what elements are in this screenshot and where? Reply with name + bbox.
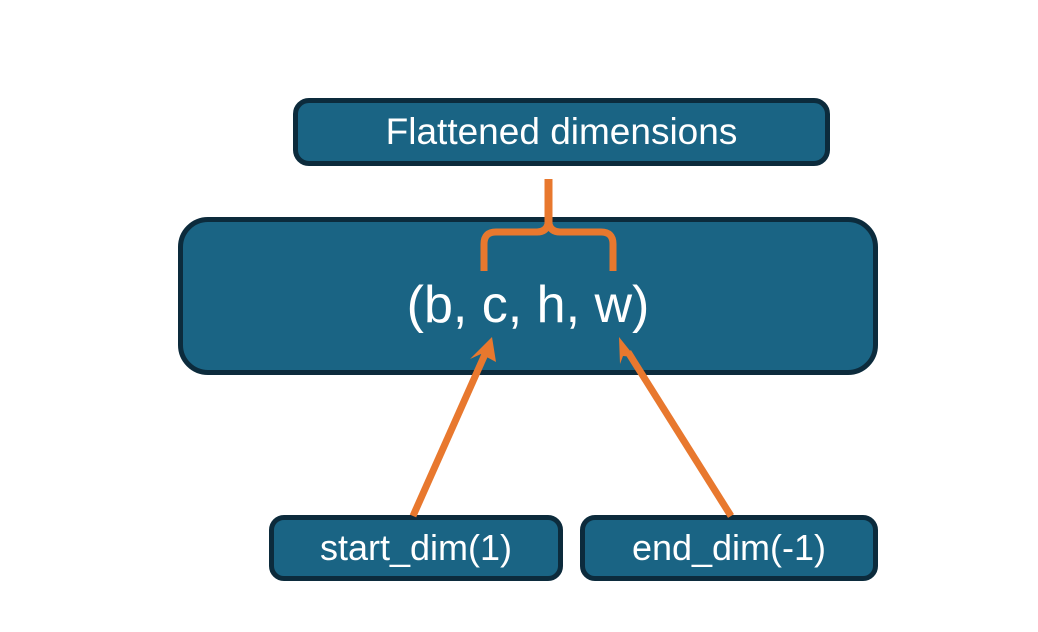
start-dim-label: start_dim(1): [319, 527, 513, 569]
end-dim-label: end_dim(-1): [631, 527, 827, 569]
start-dim-box: start_dim(1): [269, 515, 563, 581]
end-dim-box: end_dim(-1): [580, 515, 878, 581]
flattened-dimensions-label: Flattened dimensions: [385, 110, 738, 152]
tensor-shape-box: (b, c, h, w): [178, 217, 878, 375]
tensor-shape-label: (b, c, h, w): [406, 275, 650, 334]
flattened-dimensions-box: Flattened dimensions: [293, 98, 830, 166]
